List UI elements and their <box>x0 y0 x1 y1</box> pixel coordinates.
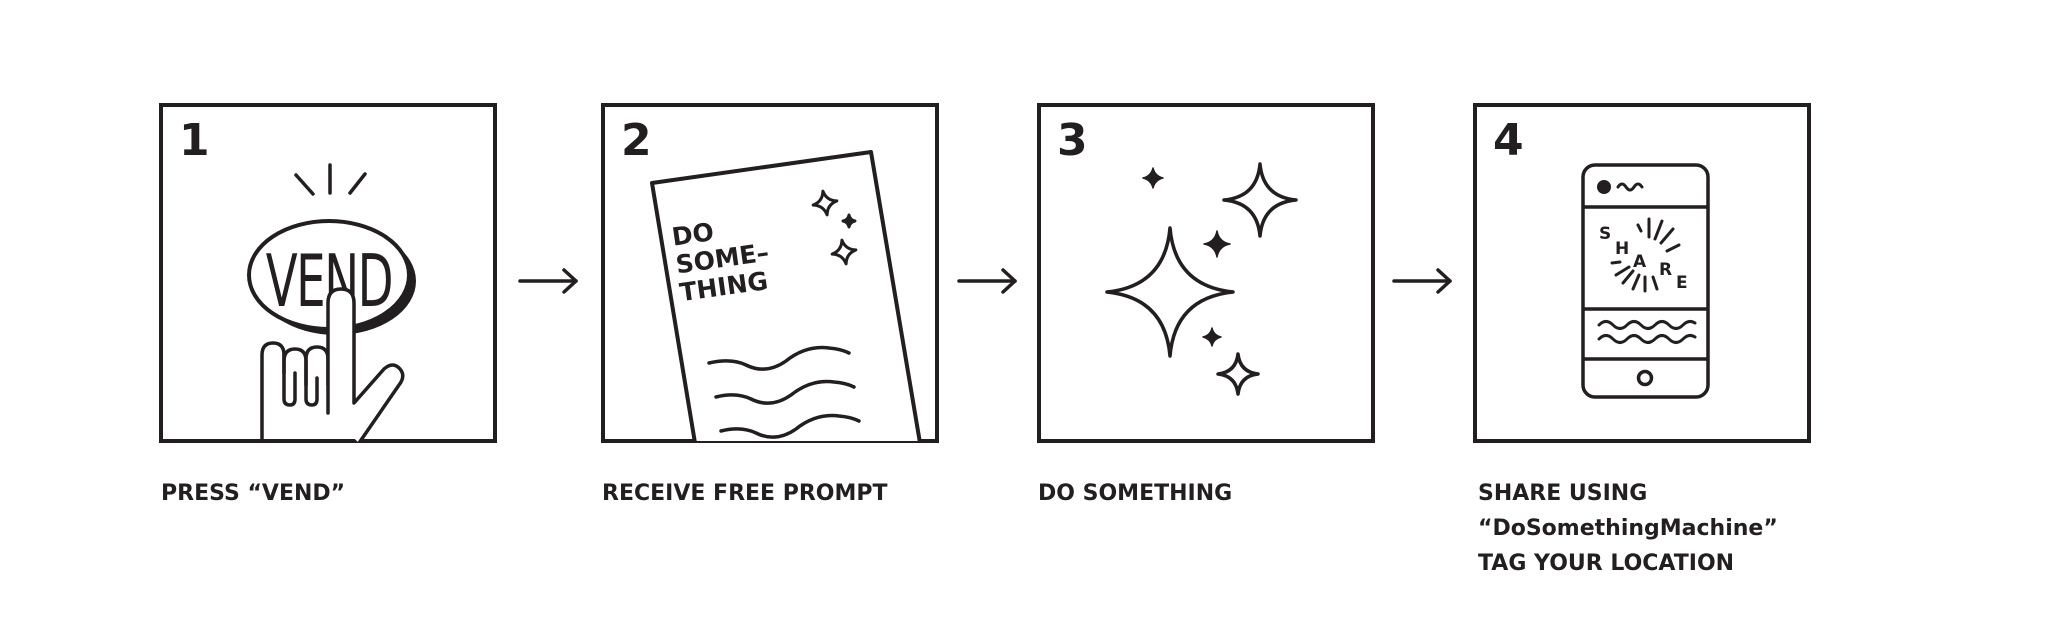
sparkles-icon <box>1105 162 1298 396</box>
share-letter: A <box>1633 252 1647 272</box>
press-vend-button-icon: VEND <box>247 163 416 443</box>
share-letter: H <box>1615 239 1629 259</box>
step-2-panel: 2 DO SOME– THING <box>601 103 939 443</box>
step-label-line: SHARE USING <box>1478 481 1648 506</box>
step-3-panel: 3 <box>1037 103 1375 443</box>
arrow-right-icon <box>957 268 1017 294</box>
arrow-right-icon <box>1392 268 1452 294</box>
phone-share-icon: S H A R E <box>1581 163 1710 399</box>
prompt-paper-icon: DO SOME– THING <box>650 150 922 443</box>
step-label-line: DO SOMETHING <box>1038 481 1233 506</box>
step-label-line: PRESS “VEND” <box>161 481 346 506</box>
step-label-line: TAG YOUR LOCATION <box>1478 551 1735 576</box>
step-4-panel: 4 S H A R E <box>1473 103 1811 443</box>
step-1-label: PRESS “VEND” <box>161 476 345 511</box>
share-letter: R <box>1659 260 1672 280</box>
step-label-hashtag: “DoSomethingMachine” <box>1478 516 1778 541</box>
step-2-label: RECEIVE FREE PROMPT <box>602 476 888 511</box>
step-number: 1 <box>179 115 210 166</box>
share-letter: S <box>1599 224 1611 244</box>
step-1-panel: 1 VEND <box>159 103 497 443</box>
step-number: 4 <box>1493 115 1524 166</box>
step-label-line: RECEIVE FREE PROMPT <box>602 481 888 506</box>
step-3-label: DO SOMETHING <box>1038 476 1232 511</box>
step-number: 2 <box>621 115 652 166</box>
step-number: 3 <box>1057 115 1088 166</box>
arrow-right-icon <box>518 268 578 294</box>
prompt-text-line: DO <box>670 217 716 252</box>
step-4-label: SHARE USING “DoSomethingMachine” TAG YOU… <box>1478 476 1778 581</box>
share-letter: E <box>1676 273 1688 293</box>
